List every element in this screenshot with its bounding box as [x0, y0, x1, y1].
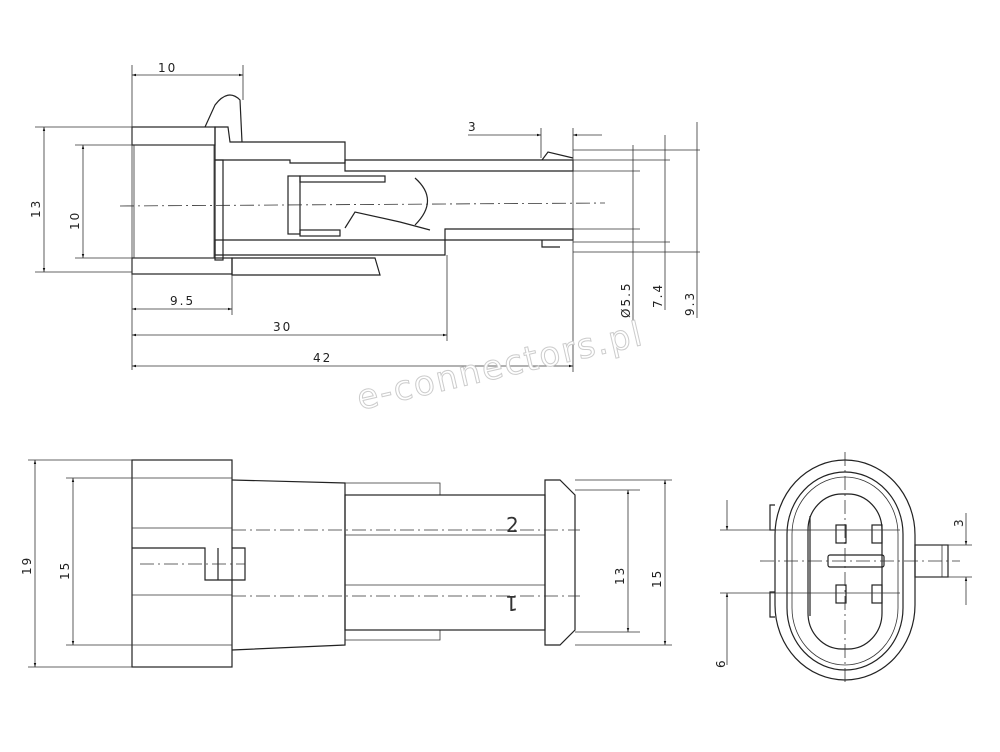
dim-tube-height: 13 — [613, 566, 627, 585]
housing-outline — [131, 459, 233, 668]
dim-housing-inner: 15 — [58, 561, 72, 580]
terminal-spring — [344, 211, 431, 231]
cavity-top-right — [871, 524, 883, 544]
terminal-lower — [299, 229, 341, 237]
tube-flange — [544, 479, 576, 646]
latch-side — [132, 547, 246, 581]
cavity-bottom-right — [871, 584, 883, 604]
body-lower-wall — [214, 239, 446, 256]
section-view: 10 13 10 9.5 30 42 3 Ø5.5 7.4 9.3 — [29, 61, 700, 372]
body-upper-wall — [214, 126, 346, 164]
dim-pin-spacing: 6 — [714, 658, 728, 668]
dim-inner-height: 10 — [68, 211, 82, 230]
dim-tip-length: 3 — [468, 120, 478, 134]
tube-bottom-wall — [444, 228, 574, 241]
terminal-upper — [299, 175, 386, 183]
housing-top-wall — [131, 126, 216, 146]
dim-body-length: 30 — [273, 320, 292, 334]
body-end-wall — [214, 159, 224, 261]
dim-outer-height: 13 — [29, 199, 43, 218]
tube-top-wall — [344, 159, 574, 172]
section-centerline — [119, 202, 606, 207]
dim-housing-depth: 9.5 — [170, 294, 195, 308]
terminal-tip — [414, 177, 429, 226]
dim-housing-height: 19 — [20, 556, 34, 575]
dim-total-length: 42 — [313, 351, 332, 365]
dim-key-width: 3 — [952, 517, 966, 527]
tube-barb-bottom — [541, 240, 560, 248]
pin-label-1: 1 — [505, 591, 518, 615]
latch — [204, 94, 243, 143]
dim-tip-diameter: 9.3 — [683, 291, 697, 316]
dim-tube-diameter: 7.4 — [651, 283, 665, 308]
pin-label-2: 2 — [506, 513, 519, 537]
dim-flange-height: 15 — [650, 569, 664, 588]
housing-bore — [133, 144, 215, 259]
end-view: 6 3 — [714, 452, 972, 682]
side-view: 2 1 19 15 13 15 — [20, 459, 672, 668]
dim-flange-length: 10 — [158, 61, 177, 75]
body-outline — [231, 479, 346, 651]
cavity-top-left — [835, 524, 847, 544]
cavity-bottom-left — [835, 584, 847, 604]
body-skirt — [231, 257, 381, 276]
tube-barb-top — [541, 151, 574, 161]
dim-bore-diameter: Ø5.5 — [619, 281, 633, 318]
